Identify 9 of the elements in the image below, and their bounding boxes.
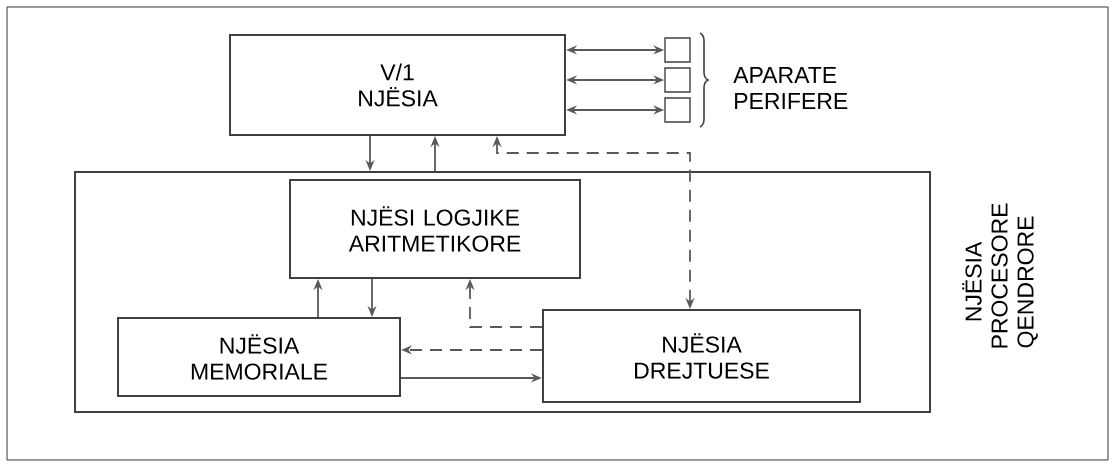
unit-box: NJËSI LOGJIKE ARITMETIKORE xyxy=(289,179,581,279)
small-box xyxy=(664,67,691,93)
group-label: APARATE PERIFERE xyxy=(733,67,848,109)
unit-box: NJËSIA DREJTUESE xyxy=(542,309,861,403)
node-label: NJËSIA PROCESORE QENDRORE xyxy=(962,203,1038,348)
unit-box: NJËSIA MEMORIALE xyxy=(117,317,401,397)
unit-box: V/1 NJËSIA xyxy=(229,34,566,136)
small-box xyxy=(664,37,691,63)
small-box xyxy=(664,97,691,123)
